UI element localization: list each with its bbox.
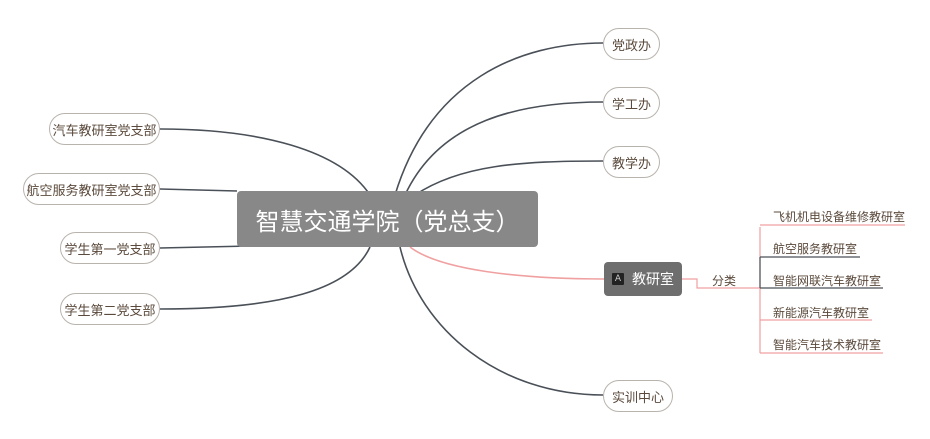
node-aviation-branch[interactable]: 航空服务教研室党支部 [23, 173, 160, 205]
leaf-new-energy[interactable]: 新能源汽车教研室 [773, 306, 870, 320]
leaf-aircraft[interactable]: 飞机机电设备维修教研室 [773, 210, 906, 224]
teaching-research-label: 教研室 [632, 272, 674, 288]
node-teaching-research[interactable]: A 教研室 [604, 262, 682, 296]
root-node[interactable]: 智慧交通学院（党总支） [237, 191, 538, 247]
node-teaching-office[interactable]: 教学办 [603, 146, 660, 178]
leaf-connected-vehicle[interactable]: 智能网联汽车教研室 [773, 274, 882, 288]
node-training-center[interactable]: 实训中心 [603, 380, 673, 412]
label-icon: A [612, 273, 624, 285]
node-student-branch-2[interactable]: 学生第二党支部 [60, 293, 160, 325]
node-auto-branch[interactable]: 汽车教研室党支部 [49, 113, 160, 145]
leaf-smart-vehicle[interactable]: 智能汽车技术教研室 [773, 338, 882, 352]
node-student-office[interactable]: 学工办 [603, 87, 660, 119]
node-student-branch-1[interactable]: 学生第一党支部 [60, 232, 160, 264]
leaf-aviation-service[interactable]: 航空服务教研室 [773, 242, 858, 256]
category-label[interactable]: 分类 [712, 274, 737, 288]
node-party-office[interactable]: 党政办 [603, 28, 660, 60]
